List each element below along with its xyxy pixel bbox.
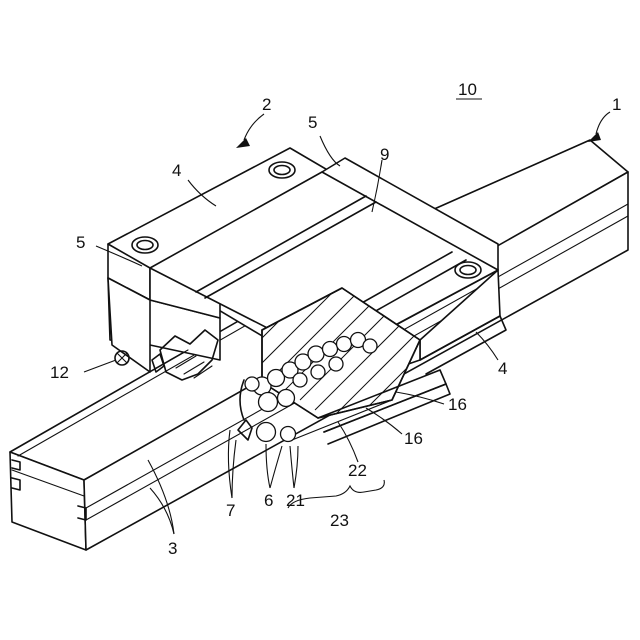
- label-assembly: 10: [458, 80, 477, 99]
- label-grease-nipple: 12: [50, 363, 69, 382]
- label-end-cap-right: 5: [308, 113, 317, 132]
- label-rail-groove: 3: [168, 539, 177, 558]
- label-body-right: 4: [498, 359, 507, 378]
- label-end-cap-left: 5: [76, 233, 85, 252]
- label-seal-a: 16: [448, 395, 467, 414]
- label-cover: 9: [380, 145, 389, 164]
- label-body-left: 4: [172, 161, 181, 180]
- grease-nipple: [115, 351, 129, 365]
- label-return-path: 22: [348, 461, 367, 480]
- label-ball-row: 21: [286, 491, 305, 510]
- label-carriage: 2: [262, 95, 271, 114]
- label-retainer: 7: [226, 501, 235, 520]
- label-circulation-path: 23: [330, 511, 349, 530]
- label-seal-b: 16: [404, 429, 423, 448]
- label-balls: 6: [264, 491, 273, 510]
- label-rail: 1: [612, 95, 621, 114]
